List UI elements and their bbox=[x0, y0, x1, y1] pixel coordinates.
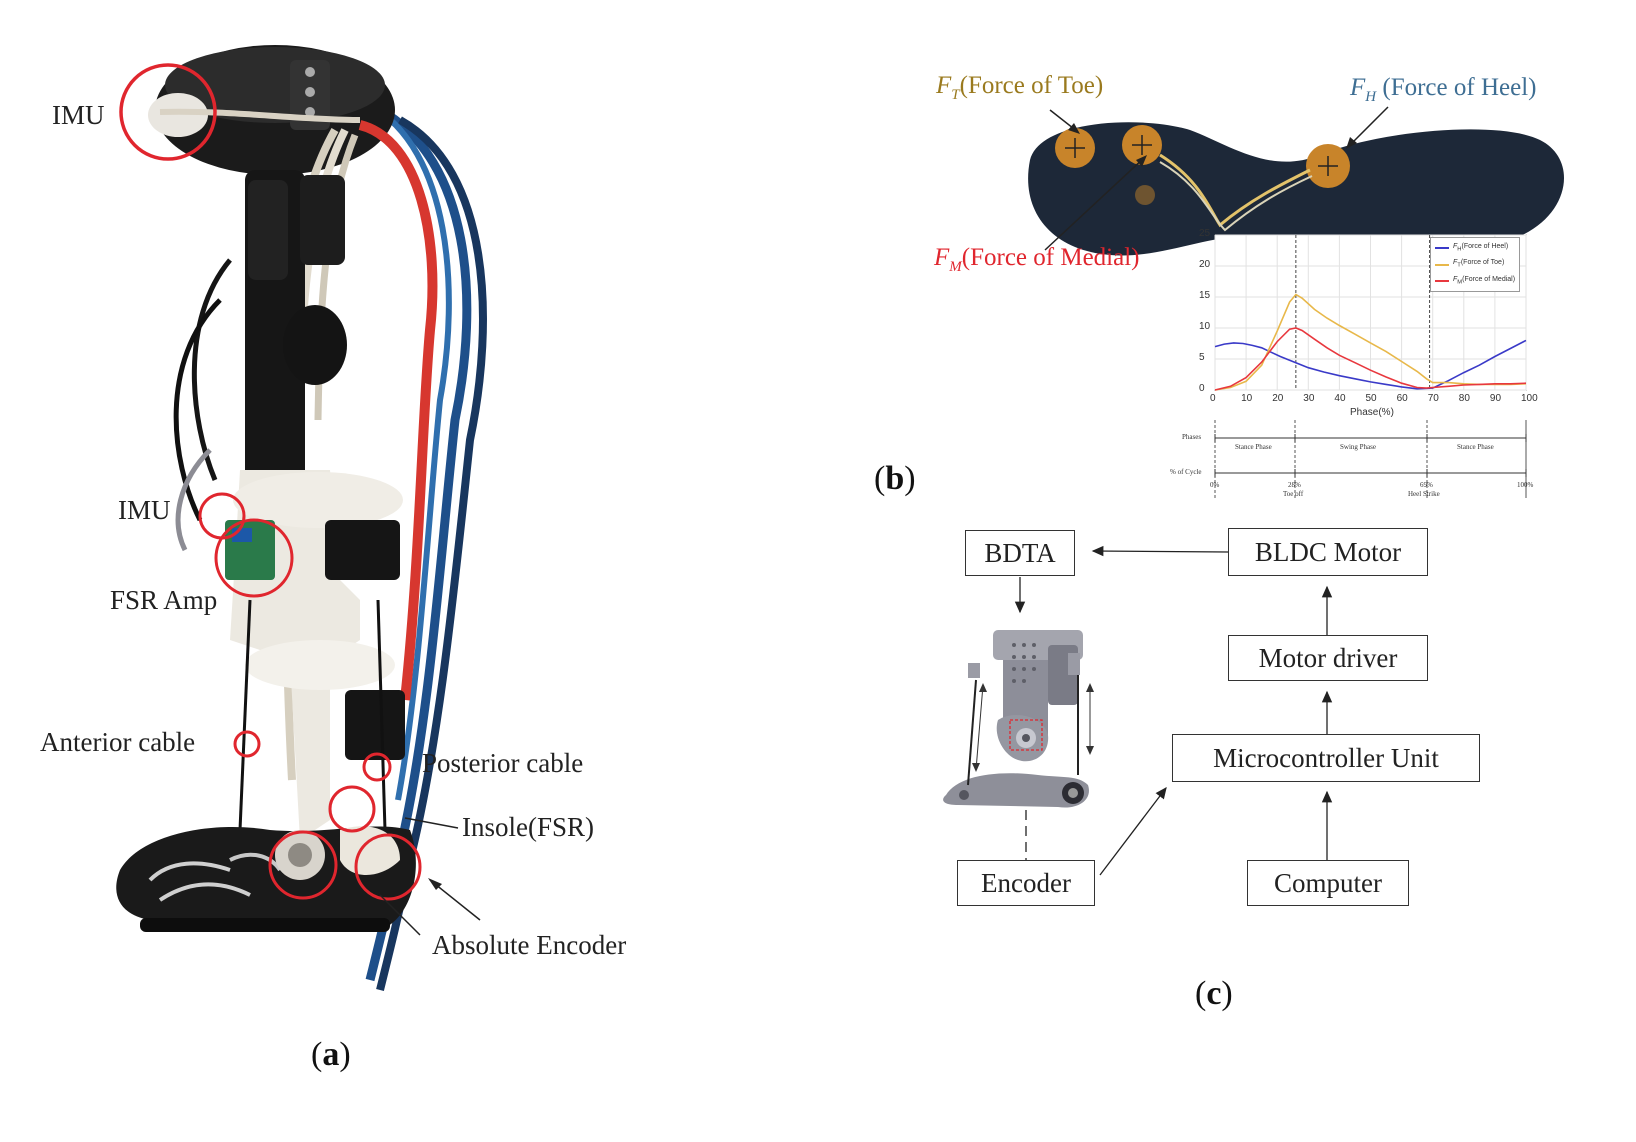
box-motor-driver: Motor driver bbox=[1228, 635, 1428, 681]
x-tick-label: 40 bbox=[1334, 393, 1346, 404]
box-computer: Computer bbox=[1247, 860, 1409, 906]
y-tick-label: 25 bbox=[1199, 228, 1211, 239]
cycle-0: 0% bbox=[1210, 481, 1220, 489]
legend-item-heel: FH(Force of Heel) bbox=[1435, 240, 1515, 256]
caption-c: (c) bbox=[1195, 975, 1233, 1012]
label-insole-fsr: Insole(FSR) bbox=[462, 812, 595, 842]
panel-a: IMU IMU FSR Amp Anterior cable Posterior… bbox=[0, 0, 700, 1142]
phases-label: Phases bbox=[1182, 433, 1202, 441]
cycle-28: 28% bbox=[1288, 481, 1301, 489]
insole-illustration bbox=[1028, 122, 1564, 257]
phase-swing: Swing Phase bbox=[1340, 443, 1376, 451]
chart-legend: FH(Force of Heel) FT(Force of Toe) FM(Fo… bbox=[1430, 237, 1521, 293]
y-tick-label: 15 bbox=[1199, 290, 1211, 301]
tick-layer: 0 10 20 30 40 50 60 70 80 90 100 0 5 10 15 20 25 bbox=[1160, 225, 1560, 435]
cycle-100: 100% bbox=[1517, 481, 1534, 489]
exoskeleton-illustration bbox=[116, 45, 487, 991]
x-tick-label: 60 bbox=[1396, 393, 1408, 404]
x-tick-label: 30 bbox=[1303, 393, 1315, 404]
x-tick-label: 100 bbox=[1521, 393, 1538, 404]
cycle-69: 69% bbox=[1420, 481, 1433, 489]
x-tick-label: 70 bbox=[1427, 393, 1439, 404]
label-absolute-encoder: Absolute Encoder bbox=[432, 930, 627, 960]
label-fsr-amp: FSR Amp bbox=[110, 585, 218, 615]
label-imu-top: IMU bbox=[52, 100, 105, 130]
legend-item-medial: FM(Force of Medial) bbox=[1435, 273, 1515, 289]
insole-pointers bbox=[1044, 106, 1389, 251]
box-bldc-motor: BLDC Motor bbox=[1228, 528, 1428, 576]
caption-b: (b) bbox=[874, 460, 916, 497]
x-tick-label: 0 bbox=[1210, 393, 1216, 404]
x-tick-label: 10 bbox=[1241, 393, 1253, 404]
label-imu-mid: IMU bbox=[118, 495, 171, 525]
caption-a: (a) bbox=[311, 1036, 351, 1073]
panel-b: FT(Force of Toe) FH (Force of Heel) FM(F… bbox=[860, 60, 1580, 520]
cycle-label: % of Cycle bbox=[1170, 468, 1202, 476]
box-bdta: BDTA bbox=[965, 530, 1075, 576]
x-tick-label: 50 bbox=[1365, 393, 1377, 404]
series-line-0 bbox=[1214, 339, 1527, 390]
series-line-2 bbox=[1214, 327, 1527, 391]
legend-item-toe: FT(Force of Toe) bbox=[1435, 256, 1515, 272]
x-tick-label: 20 bbox=[1272, 393, 1284, 404]
x-tick-label: 90 bbox=[1489, 393, 1502, 404]
y-tick-label: 5 bbox=[1199, 352, 1205, 363]
x-axis-label: Phase(%) bbox=[1350, 407, 1394, 418]
label-force-toe: FT(Force of Toe) bbox=[936, 72, 1104, 103]
label-posterior-cable: Posterior cable bbox=[422, 748, 584, 778]
label-force-medial: FM(Force of Medial) bbox=[934, 244, 1140, 275]
force-chart: 0 10 20 30 40 50 60 70 80 90 100 0 5 10 15 20 25 Phase(%… bbox=[1160, 225, 1560, 515]
bdta-device-illustration bbox=[943, 630, 1094, 808]
y-tick-label: 20 bbox=[1199, 259, 1211, 270]
label-force-heel: FH (Force of Heel) bbox=[1350, 74, 1537, 105]
box-mcu: Microcontroller Unit bbox=[1172, 734, 1480, 782]
label-anterior-cable: Anterior cable bbox=[40, 727, 196, 757]
x-tick-label: 80 bbox=[1458, 393, 1470, 404]
cycle-heel-strike: Heel Strike bbox=[1408, 490, 1440, 498]
cycle-toe-off: Toe off bbox=[1283, 490, 1304, 498]
panel-c: BDTA BLDC Motor Motor driver Microcontro… bbox=[900, 520, 1600, 1040]
phase-annotations bbox=[1214, 420, 1527, 498]
series-line-1 bbox=[1214, 293, 1527, 391]
flow-arrows bbox=[1014, 545, 1333, 876]
phase-stance-1: Stance Phase bbox=[1235, 443, 1272, 451]
box-encoder: Encoder bbox=[957, 860, 1095, 906]
phase-stance-2: Stance Phase bbox=[1457, 443, 1494, 451]
y-tick-label: 0 bbox=[1199, 383, 1205, 394]
y-tick-label: 10 bbox=[1199, 321, 1211, 332]
